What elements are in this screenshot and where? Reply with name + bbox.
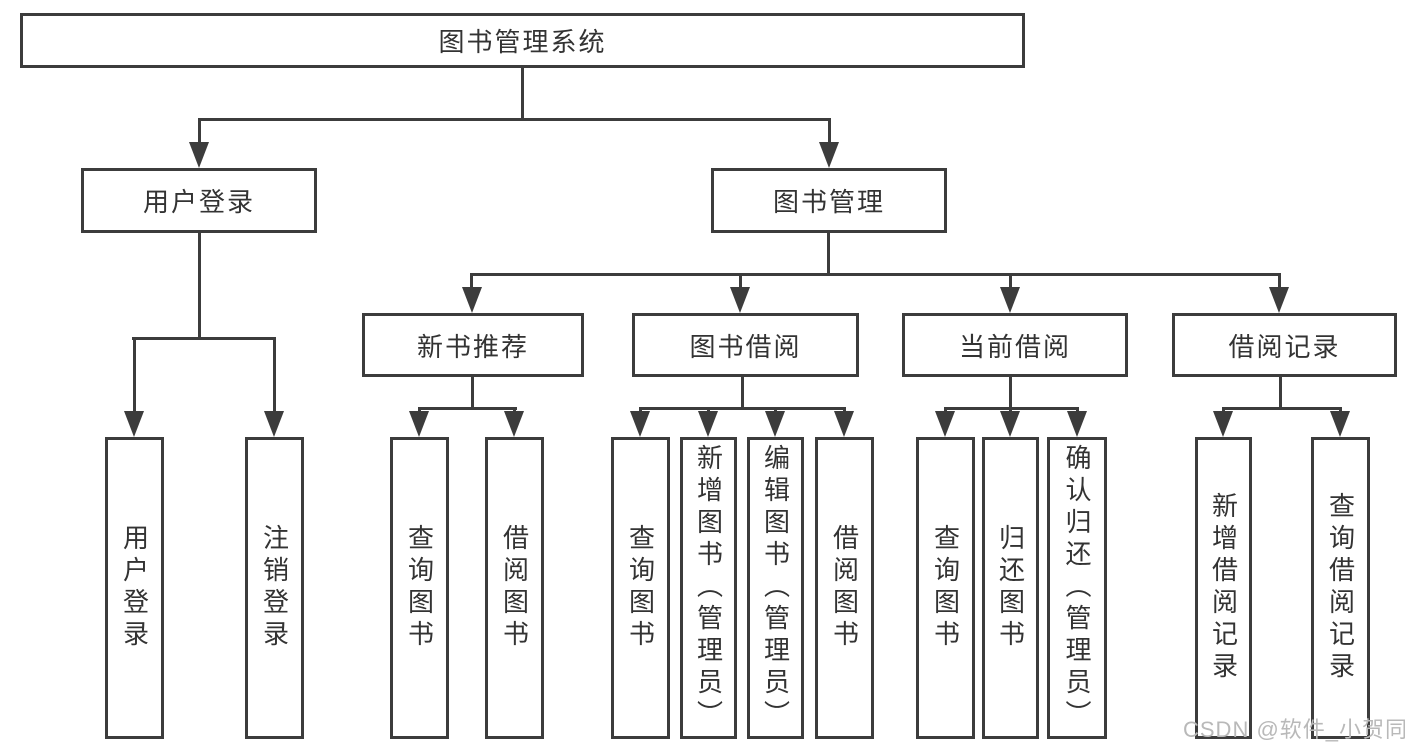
leaf-confirm-return-admin: 确认归还（管理员） xyxy=(1047,437,1107,739)
node-user-login: 用户登录 xyxy=(81,168,317,233)
leaf-add-borrow-record-label: 新增借阅记录 xyxy=(1208,492,1239,684)
connector-line xyxy=(1278,273,1281,291)
connector-line xyxy=(1009,377,1012,407)
leaf-borrow-book: 借阅图书 xyxy=(815,437,874,739)
connector-line xyxy=(739,273,742,291)
connector-line xyxy=(639,407,846,410)
connector-line xyxy=(470,273,473,291)
leaf-borrow-book-recommend-label: 借阅图书 xyxy=(499,524,530,652)
connector-line xyxy=(1009,273,1012,291)
connector-line xyxy=(828,118,831,148)
leaf-user-login-label: 用户登录 xyxy=(119,524,150,652)
leaf-query-borrow-record-label: 查询借阅记录 xyxy=(1325,492,1356,684)
leaf-return-book-label: 归还图书 xyxy=(995,524,1026,652)
arrowhead-icon xyxy=(409,411,429,437)
connector-line xyxy=(1279,377,1282,407)
arrowhead-icon xyxy=(462,287,482,313)
leaf-borrow-book-recommend: 借阅图书 xyxy=(485,437,544,739)
leaf-query-book-current: 查询图书 xyxy=(916,437,975,739)
connector-line xyxy=(741,377,744,407)
leaf-add-borrow-record: 新增借阅记录 xyxy=(1195,437,1252,739)
node-book-borrow: 图书借阅 xyxy=(632,313,859,377)
leaf-confirm-return-admin-label: 确认归还（管理员） xyxy=(1062,444,1092,732)
leaf-borrow-book-label: 借阅图书 xyxy=(829,524,860,652)
arrowhead-icon xyxy=(1000,411,1020,437)
leaf-query-book-borrow: 查询图书 xyxy=(611,437,670,739)
leaf-query-book-current-label: 查询图书 xyxy=(930,524,961,652)
leaf-edit-book-admin-label: 编辑图书（管理员） xyxy=(760,444,791,732)
connector-line xyxy=(470,273,1281,276)
leaf-user-login: 用户登录 xyxy=(105,437,164,739)
watermark-text: CSDN @软件_小贺同学 xyxy=(1183,717,1405,742)
arrowhead-icon xyxy=(1000,287,1020,313)
connector-line xyxy=(198,118,831,121)
connector-line xyxy=(1222,407,1342,410)
arrowhead-icon xyxy=(124,411,144,437)
node-new-book-recommend: 新书推荐 xyxy=(362,313,584,377)
arrowhead-icon xyxy=(630,411,650,437)
connector-line xyxy=(418,407,517,410)
connector-line xyxy=(827,233,830,276)
leaf-add-book-admin: 新增图书（管理员） xyxy=(680,437,737,739)
arrowhead-icon xyxy=(935,411,955,437)
connector-line xyxy=(521,68,524,118)
arrowhead-icon xyxy=(1213,411,1233,437)
node-root: 图书管理系统 xyxy=(20,13,1025,68)
leaf-logout: 注销登录 xyxy=(245,437,304,739)
arrowhead-icon xyxy=(698,411,718,437)
node-borrow-record: 借阅记录 xyxy=(1172,313,1397,377)
arrowhead-icon xyxy=(189,142,209,168)
arrowhead-icon xyxy=(730,287,750,313)
arrowhead-icon xyxy=(1067,411,1087,437)
connector-line xyxy=(198,233,201,340)
leaf-query-borrow-record: 查询借阅记录 xyxy=(1311,437,1370,739)
arrowhead-icon xyxy=(1330,411,1350,437)
connector-line xyxy=(132,337,276,340)
connector-line xyxy=(133,337,136,417)
leaf-edit-book-admin: 编辑图书（管理员） xyxy=(747,437,804,739)
node-current-borrow: 当前借阅 xyxy=(902,313,1128,377)
arrowhead-icon xyxy=(765,411,785,437)
arrowhead-icon xyxy=(819,142,839,168)
arrowhead-icon xyxy=(834,411,854,437)
leaf-query-book-recommend: 查询图书 xyxy=(390,437,449,739)
leaf-add-book-admin-label: 新增图书（管理员） xyxy=(693,444,724,732)
leaf-logout-label: 注销登录 xyxy=(259,524,290,652)
node-book-management: 图书管理 xyxy=(711,168,947,233)
arrowhead-icon xyxy=(1269,287,1289,313)
leaf-query-book-recommend-label: 查询图书 xyxy=(404,524,435,652)
connector-line xyxy=(273,337,276,417)
arrowhead-icon xyxy=(264,411,284,437)
arrowhead-icon xyxy=(504,411,524,437)
connector-line xyxy=(198,118,201,148)
leaf-return-book: 归还图书 xyxy=(982,437,1039,739)
leaf-query-book-borrow-label: 查询图书 xyxy=(625,524,656,652)
connector-line xyxy=(471,377,474,407)
